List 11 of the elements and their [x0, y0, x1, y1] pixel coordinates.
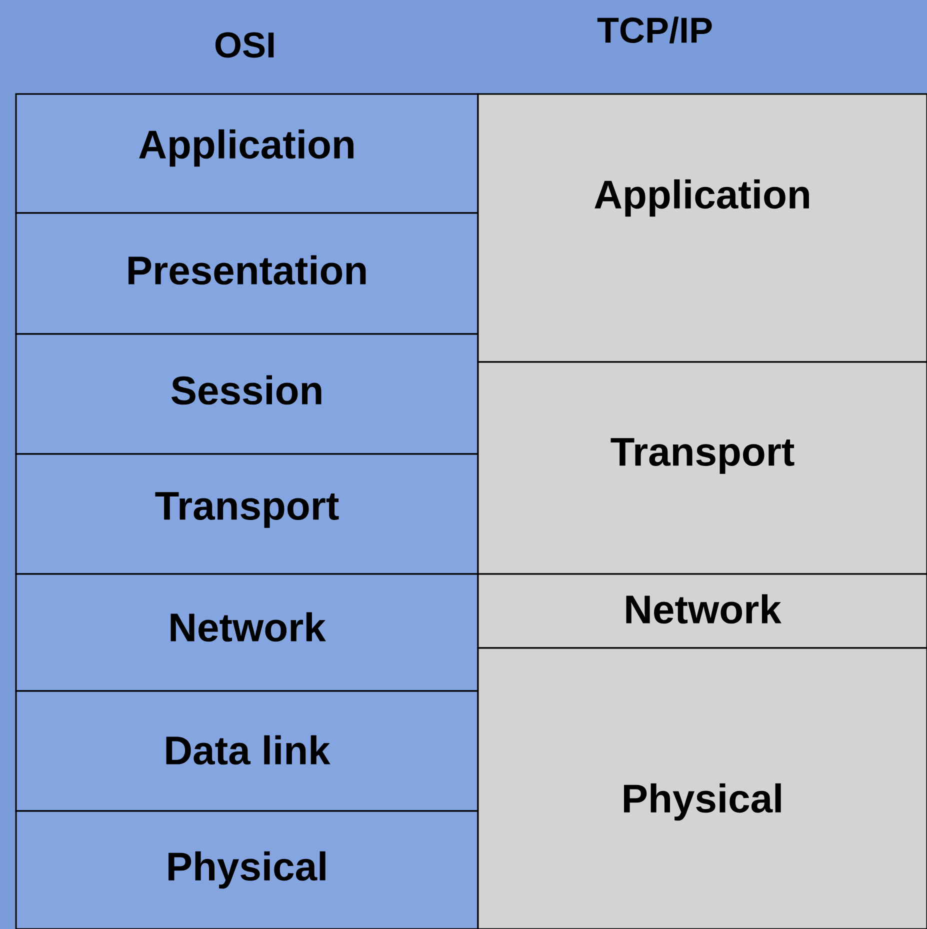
layer-box: Data link — [15, 690, 479, 812]
layer-box: Session — [15, 333, 479, 455]
layer-box: Transport — [15, 453, 479, 575]
layer-box: Application — [15, 93, 479, 214]
layer-box: Network — [477, 573, 927, 649]
layer-box: Physical — [15, 810, 479, 929]
layer-box: Application — [477, 93, 927, 363]
layer-box: Network — [15, 573, 479, 692]
column-heading: OSI — [215, 32, 274, 58]
column-heading: TCP/IP — [597, 16, 712, 44]
layer-box: Presentation — [15, 212, 479, 335]
